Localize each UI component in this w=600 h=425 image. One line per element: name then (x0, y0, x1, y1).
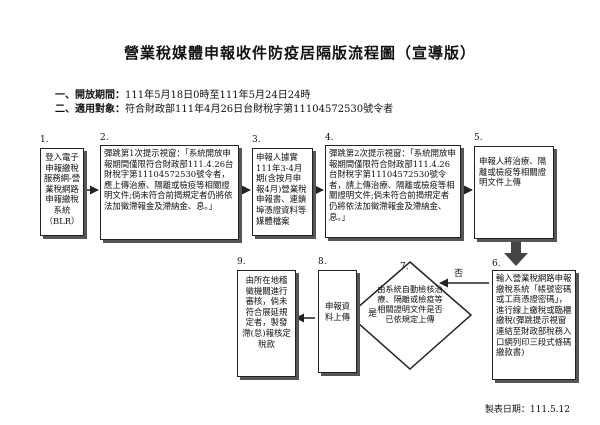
step-7-number: 7. (400, 262, 409, 272)
step-2-text: 彈跳第1次提示視窗：「系統開放申報期間僅限符合財政部111.4.26台財稅字第1… (104, 148, 234, 211)
step-1-text: 登入電子申報繳稅服務網-營業稅網路申報繳稅系統（BLR） (43, 152, 81, 226)
target-audience: 二、適用對象：符合財政部111年4月26日台財稅字第11104572530號令者 (55, 100, 393, 115)
step-9-box: 由所在地稽徵機關進行審核，倘未符合展延規定者，製發滯(怠)報核定稅款 (237, 270, 296, 377)
step-6-box: 輸入營業稅網路申報繳稅系統「帳號密碼或工商憑證密碼」，進行線上繳稅或臨櫃繳稅(彈… (492, 270, 576, 380)
step-3-box: 申報人據實111年3-4月期(含按月申報4月)營業稅申報書、連鎖埠憑證資料等媒體… (252, 148, 313, 236)
footer-date: 製表日期：111.5.12 (484, 405, 570, 415)
step-4-number: 4. (325, 133, 334, 143)
page-title: 營業稅媒體申報收件防疫居隔版流程圖（宣導版） (123, 44, 476, 62)
open-period: 一、開放期間：111年5月18日0時至111年5月24日24時 (55, 86, 310, 101)
step-5-box: 申報人將治療、隔離或檢疫等相關證明文件上傳 (474, 146, 554, 239)
step-5-number: 5. (474, 133, 483, 143)
step-5-text: 申報人將治療、隔離或檢疫等相關證明文件上傳 (479, 156, 546, 188)
label-no: 否 (454, 269, 464, 279)
step-6-text: 輸入營業稅網路申報繳稅系統「帳號密碼或工商憑證密碼」，進行線上繳稅或臨櫃繳稅(彈… (496, 273, 572, 358)
step-7-text: 由系統自動檢核治療、隔離或檢疫等相關證明文件是否已依規定上傳 (377, 284, 443, 324)
step-9-number: 9. (237, 257, 246, 267)
target-audience-value: 符合財政部111年4月26日台財稅字第11104572530號令者 (125, 104, 394, 115)
step-1-box: 登入電子申報繳稅服務網-營業稅網路申報繳稅系統（BLR） (40, 148, 84, 236)
step-9-text: 由所在地稽徵機關進行審核，倘未符合展延規定者，製發滯(怠)報核定稅款 (242, 275, 291, 349)
step-6-number: 6. (492, 259, 501, 269)
step-8-box: 申報資料上傳 (318, 270, 357, 373)
arrow-5-6 (504, 241, 528, 266)
step-8-number: 8. (318, 257, 327, 267)
open-period-value: 111年5月18日0時至111年5月24日24時 (125, 90, 311, 101)
step-8-text: 申報資料上傳 (324, 301, 351, 322)
target-audience-label: 二、適用對象： (55, 104, 125, 115)
step-1-number: 1. (40, 135, 49, 145)
step-2-number: 2. (100, 133, 109, 143)
step-2-box: 彈跳第1次提示視窗：「系統開放申報期間僅限符合財政部111.4.26台財稅字第1… (100, 145, 239, 240)
step-3-number: 3. (252, 135, 261, 145)
decision-diamond (347, 261, 473, 371)
step-4-text: 彈跳第2次提示視窗：「系統開放申報期間僅限符合財政部111.4.26台財稅字第1… (329, 148, 456, 222)
label-yes: 是 (368, 309, 378, 319)
open-period-label: 一、開放期間： (55, 90, 125, 101)
step-4-box: 彈跳第2次提示視窗：「系統開放申報期間僅限符合財政部111.4.26台財稅字第1… (325, 145, 461, 238)
step-3-text: 申報人據實111年3-4月期(含按月申報4月)營業稅申報書、連鎖埠憑證資料等媒體… (256, 152, 307, 226)
